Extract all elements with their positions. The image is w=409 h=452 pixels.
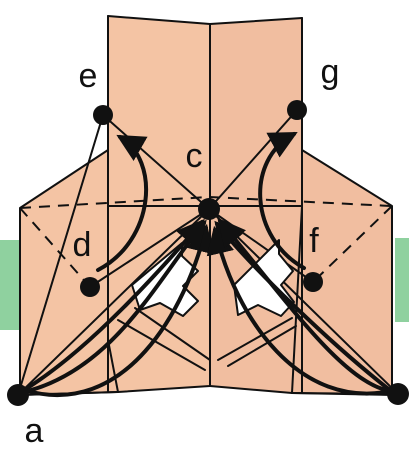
point-e xyxy=(93,105,113,125)
arrow-f-to-g xyxy=(258,132,306,270)
arrow-d-to-e xyxy=(96,134,149,272)
point-c xyxy=(198,198,220,220)
label-d: d xyxy=(73,226,92,264)
green-band-right xyxy=(395,238,409,322)
point-f xyxy=(303,272,323,292)
point-a xyxy=(7,384,29,406)
label-f: f xyxy=(309,222,319,260)
point-g xyxy=(287,100,307,120)
left-top-panel xyxy=(107,15,211,207)
dashed-top-left xyxy=(19,196,210,209)
label-g: g xyxy=(321,53,340,91)
arrow-a-to-c-left-2 xyxy=(22,223,214,398)
label-a: a xyxy=(25,412,44,450)
point-right-corner xyxy=(387,383,409,405)
arrow-right-to-c-2 xyxy=(206,225,393,396)
point-d xyxy=(80,277,100,297)
arrow-right-to-c-3 xyxy=(217,217,393,393)
arrow-a-to-c-left-3 xyxy=(22,219,207,394)
dashed-top-right xyxy=(208,196,393,207)
dashed-lines xyxy=(19,196,393,288)
black-arrows xyxy=(22,132,393,398)
line-right-inner-2 xyxy=(227,325,297,367)
line-left-inner-2 xyxy=(134,307,211,361)
label-e: e xyxy=(79,57,98,95)
label-c: c xyxy=(186,137,203,175)
line-left-inner-1 xyxy=(117,319,206,371)
points xyxy=(7,100,409,406)
labels: e g c d f a xyxy=(25,53,340,450)
line-e-c xyxy=(102,114,210,210)
line-right-inner-1 xyxy=(217,317,293,361)
line-g-c xyxy=(208,109,298,210)
